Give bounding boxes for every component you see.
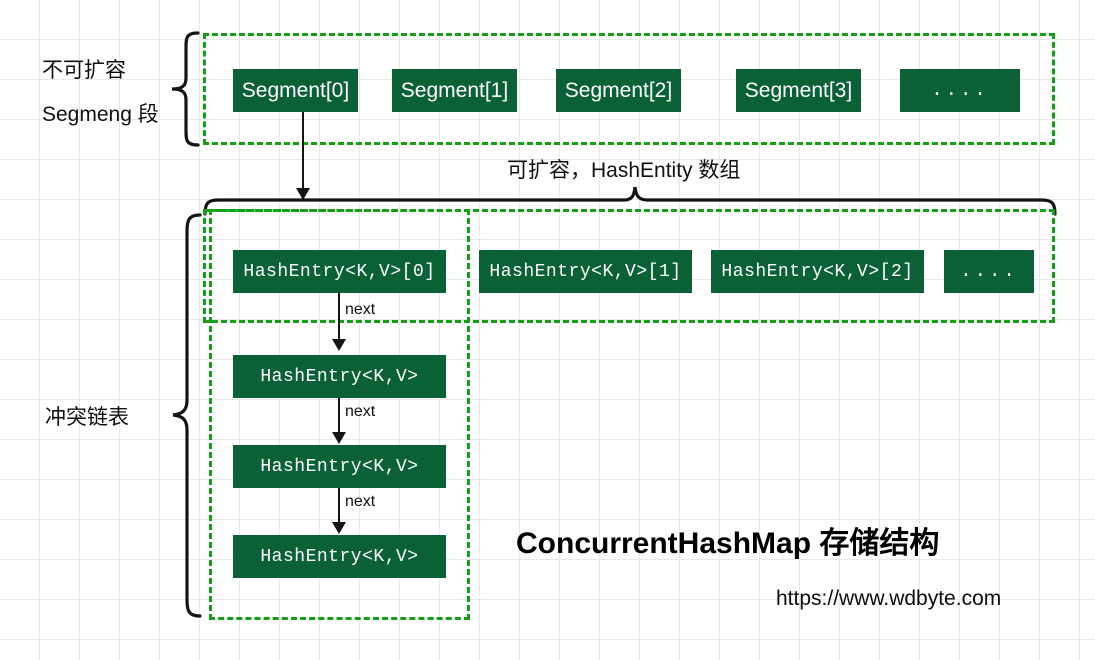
hashentry-array-container xyxy=(203,209,1055,323)
array-section-brace xyxy=(203,186,1057,216)
segment-section-label-line1: 不可扩容 xyxy=(42,59,126,82)
hashentry-box-2[interactable]: HashEntry<K,V>[2] xyxy=(711,250,924,293)
segment-to-array-arrowhead xyxy=(296,188,310,200)
segment-box-1[interactable]: Segment[1] xyxy=(392,69,517,112)
source-url: https://www.wdbyte.com xyxy=(776,587,1002,610)
chain-edge-label-1: next xyxy=(345,301,376,318)
chain-node-3[interactable]: HashEntry<K,V> xyxy=(233,535,446,578)
chain-edge-line-3 xyxy=(338,488,340,526)
segment-box-3[interactable]: Segment[3] xyxy=(736,69,861,112)
segment-array-container xyxy=(203,33,1055,145)
chain-edge-label-2: next xyxy=(345,403,376,420)
segment-to-array-line xyxy=(302,112,304,192)
segment-box-2[interactable]: Segment[2] xyxy=(556,69,681,112)
chain-node-1[interactable]: HashEntry<K,V> xyxy=(233,355,446,398)
hashentry-box-0[interactable]: HashEntry<K,V>[0] xyxy=(233,250,446,293)
chain-section-label: 冲突链表 xyxy=(45,406,129,429)
chain-node-2[interactable]: HashEntry<K,V> xyxy=(233,445,446,488)
chain-edge-label-3: next xyxy=(345,493,376,510)
collision-chain-container xyxy=(209,209,470,620)
chain-edge-line-2 xyxy=(338,398,340,436)
diagram-title: ConcurrentHashMap 存储结构 xyxy=(516,527,940,560)
segment-box-0[interactable]: Segment[0] xyxy=(233,69,358,112)
hashentry-box-ellipsis: .... xyxy=(944,250,1034,293)
segment-box-ellipsis: .... xyxy=(900,69,1020,112)
chain-edge-line-1 xyxy=(338,293,340,343)
hashentry-box-1[interactable]: HashEntry<K,V>[1] xyxy=(479,250,692,293)
segment-section-brace xyxy=(171,31,200,147)
chain-section-brace xyxy=(172,213,202,618)
chain-edge-arrowhead-3 xyxy=(332,522,346,534)
segment-section-label-line2: Segmeng 段 xyxy=(42,103,159,126)
array-section-caption: 可扩容，HashEntity 数组 xyxy=(507,159,741,182)
chain-edge-arrowhead-2 xyxy=(332,432,346,444)
chain-edge-arrowhead-1 xyxy=(332,339,346,351)
